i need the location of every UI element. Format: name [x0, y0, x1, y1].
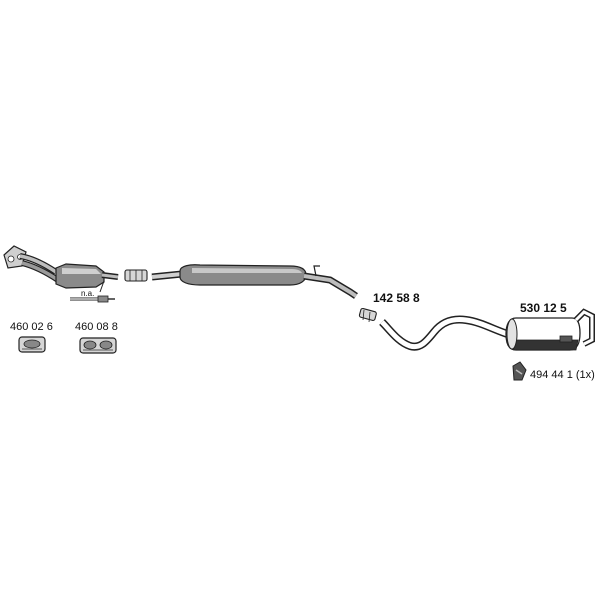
gasket-460026 [18, 336, 46, 353]
rear-silencer [505, 308, 595, 351]
part-number-142588: 142 58 8 [373, 291, 420, 305]
part-number-460088: 460 08 8 [75, 321, 118, 333]
pipe-connector-clamp [124, 269, 148, 282]
part-number-460026: 460 02 6 [10, 321, 53, 333]
rear-pipe [379, 315, 516, 351]
front-pipe-with-catalyst [3, 245, 119, 289]
rubber-mounting [512, 361, 527, 381]
middle-silencer [151, 264, 358, 299]
sensor-note: n.a. [81, 289, 95, 298]
gasket-460088 [79, 337, 117, 354]
clamp-142588 [358, 307, 377, 323]
lambda-sensor [70, 280, 115, 303]
part-number-530125: 530 12 5 [520, 301, 567, 315]
part-number-494441: 494 44 1 (1x) [530, 369, 595, 381]
